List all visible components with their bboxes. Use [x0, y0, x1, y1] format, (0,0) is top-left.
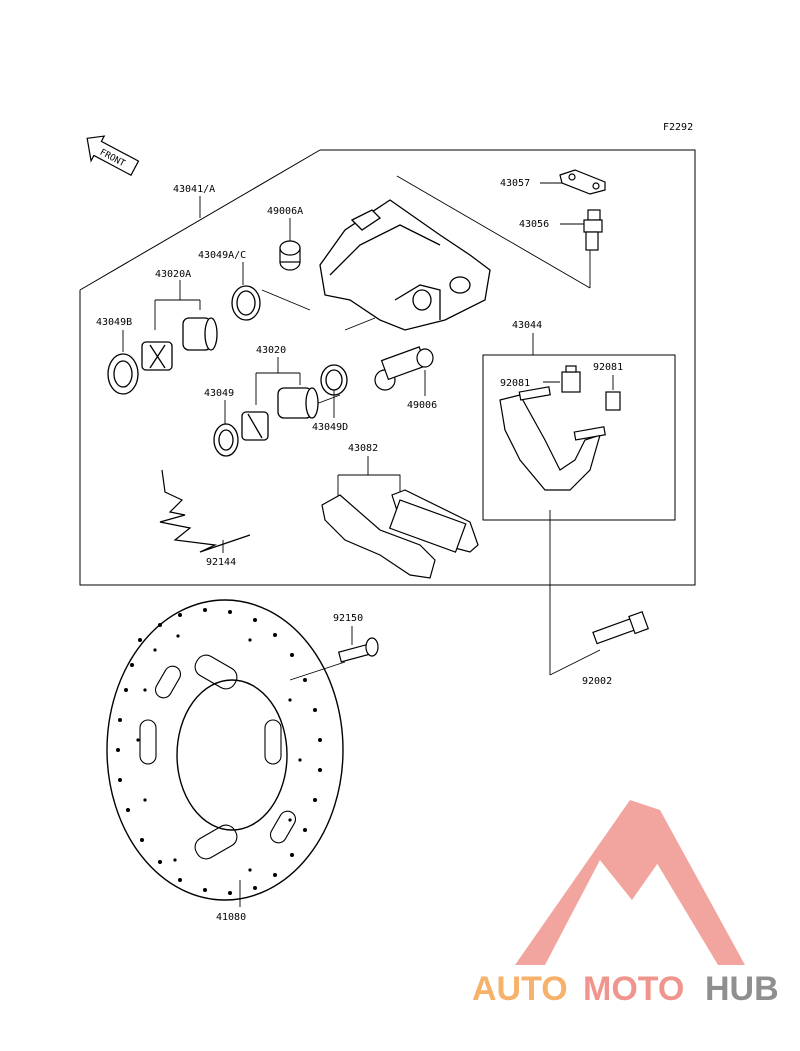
label-43049B: 43049B: [96, 317, 132, 328]
label-43020: 43020: [256, 345, 286, 356]
seal-43049AC: [231, 285, 261, 321]
brake-disc-41080: [106, 599, 344, 901]
label-43049D: 43049D: [312, 422, 348, 433]
watermark-text-hub: HUB: [705, 970, 779, 1008]
bleeder-cap-43057: [559, 169, 606, 195]
label-43049AC: 43049A/C: [198, 250, 246, 261]
label-92144: 92144: [206, 557, 236, 568]
label-41080: 41080: [216, 912, 246, 923]
front-label: FRONT: [98, 148, 127, 170]
automotohub-logo-icon: [515, 800, 745, 965]
label-49006A: 49006A: [267, 206, 303, 217]
bolt-92002: [592, 610, 650, 645]
bracket-subassembly-box: [482, 354, 676, 521]
label-92081-right: 92081: [593, 362, 623, 373]
caliper-body: [319, 199, 491, 331]
pin-49006: [374, 346, 434, 391]
bracket-43044: [499, 386, 606, 491]
label-92002: 92002: [582, 676, 612, 687]
boot-92081-right: [605, 391, 621, 411]
label-43056: 43056: [519, 219, 549, 230]
insulator-43020A: [141, 341, 173, 371]
label-43041: 43041/A: [173, 184, 215, 195]
watermark-text-auto: AUTO: [472, 970, 568, 1008]
assembly-frame: [79, 149, 696, 586]
piston-43020: [277, 387, 319, 419]
bleeder-valve-43056: [583, 209, 603, 251]
label-43020A: 43020A: [155, 269, 191, 280]
brake-pads-43082: [321, 489, 479, 579]
watermark-text-moto: MOTO: [583, 970, 684, 1008]
pin-49006A: [279, 240, 301, 271]
part-labels: 43041/A 49006A 43049A/C 43020A 43049B 43…: [96, 178, 623, 923]
label-49006: 49006: [407, 400, 437, 411]
boot-92081-left: [561, 365, 581, 393]
label-43057: 43057: [500, 178, 530, 189]
front-arrow-icon: FRONT: [86, 135, 140, 177]
label-43082: 43082: [348, 443, 378, 454]
label-92081-left: 92081: [500, 378, 530, 389]
figure-code: F2292: [663, 122, 693, 133]
bolt-92150: [337, 637, 379, 663]
seal-43049D: [320, 364, 348, 396]
seal-43049: [213, 423, 239, 457]
label-43049: 43049: [204, 388, 234, 399]
label-43044: 43044: [512, 320, 542, 331]
seal-43049B: [107, 353, 139, 395]
insulator-43020: [241, 411, 269, 441]
spring-92144: [159, 469, 251, 553]
label-92150: 92150: [333, 613, 363, 624]
piston-43020A: [182, 317, 218, 351]
